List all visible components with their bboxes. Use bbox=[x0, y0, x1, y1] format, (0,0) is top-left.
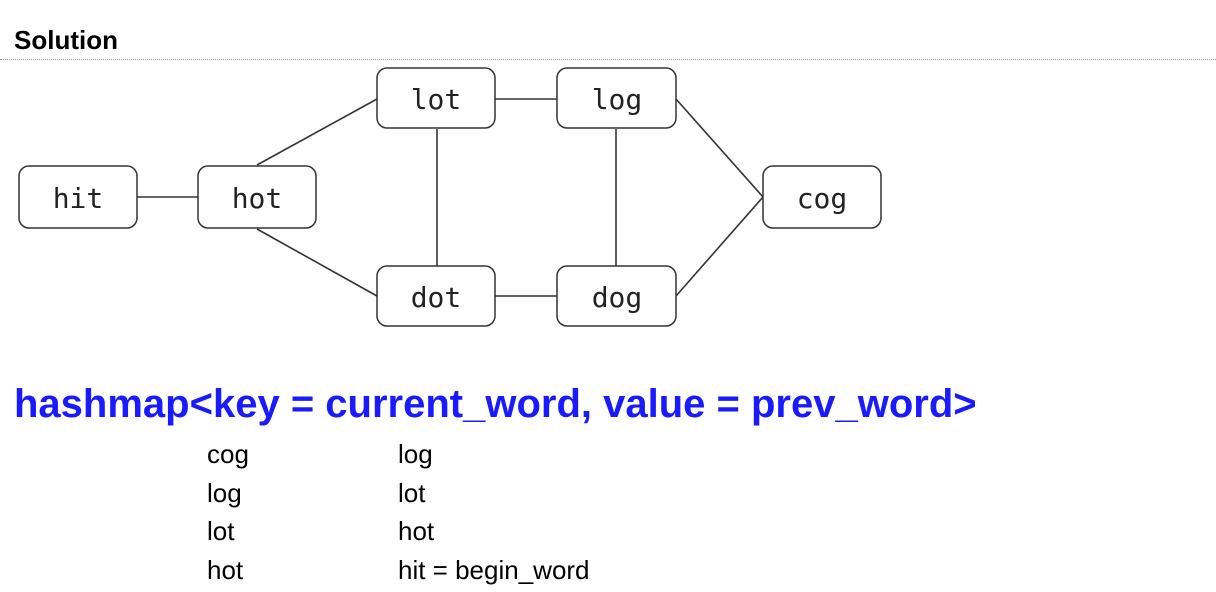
hashmap-key: lot bbox=[207, 516, 235, 546]
node-cog: cog bbox=[762, 165, 882, 229]
node-hot: hot bbox=[197, 165, 317, 229]
node-log: log bbox=[556, 67, 677, 129]
hashmap-row: cog log bbox=[207, 435, 590, 474]
hashmap-row: log lot bbox=[207, 474, 590, 513]
node-log-label: log bbox=[592, 83, 643, 116]
hashmap-title: hashmap<key = current_word, value = prev… bbox=[14, 382, 977, 426]
hashmap-key: cog bbox=[207, 439, 249, 469]
node-hit: hit bbox=[18, 165, 138, 229]
hashmap-row: hot hit = begin_word bbox=[207, 551, 590, 590]
hashmap-row: lot hot bbox=[207, 512, 590, 551]
node-dog-label: dog bbox=[592, 281, 643, 314]
section-title: Solution bbox=[14, 25, 118, 55]
node-hit-label: hit bbox=[53, 182, 104, 215]
hashmap-value: lot bbox=[398, 477, 426, 508]
node-dot-label: dot bbox=[411, 281, 462, 314]
edge-hot-lot bbox=[256, 98, 378, 166]
hashmap-key: hot bbox=[207, 554, 244, 585]
hashmap-value: hot bbox=[398, 516, 435, 546]
node-lot-label: lot bbox=[411, 83, 462, 116]
node-dot: dot bbox=[376, 265, 496, 327]
edge-hot-dot bbox=[256, 228, 378, 297]
hashmap-value: hit = begin_word bbox=[398, 554, 590, 585]
edge-dog-cog bbox=[675, 196, 764, 297]
node-dog: dog bbox=[556, 265, 677, 327]
word-ladder-graph: hit hot lot log dot dog cog bbox=[18, 67, 882, 327]
edge-log-cog bbox=[675, 98, 764, 198]
node-lot: lot bbox=[376, 67, 496, 129]
dotted-divider bbox=[0, 59, 1216, 60]
hashmap-value: log bbox=[398, 439, 433, 469]
hashmap-key: log bbox=[207, 477, 242, 508]
hashmap-table: cog log log lot lot hot hot hit = begin_… bbox=[207, 435, 590, 589]
node-cog-label: cog bbox=[797, 182, 848, 215]
node-hot-label: hot bbox=[232, 182, 283, 215]
